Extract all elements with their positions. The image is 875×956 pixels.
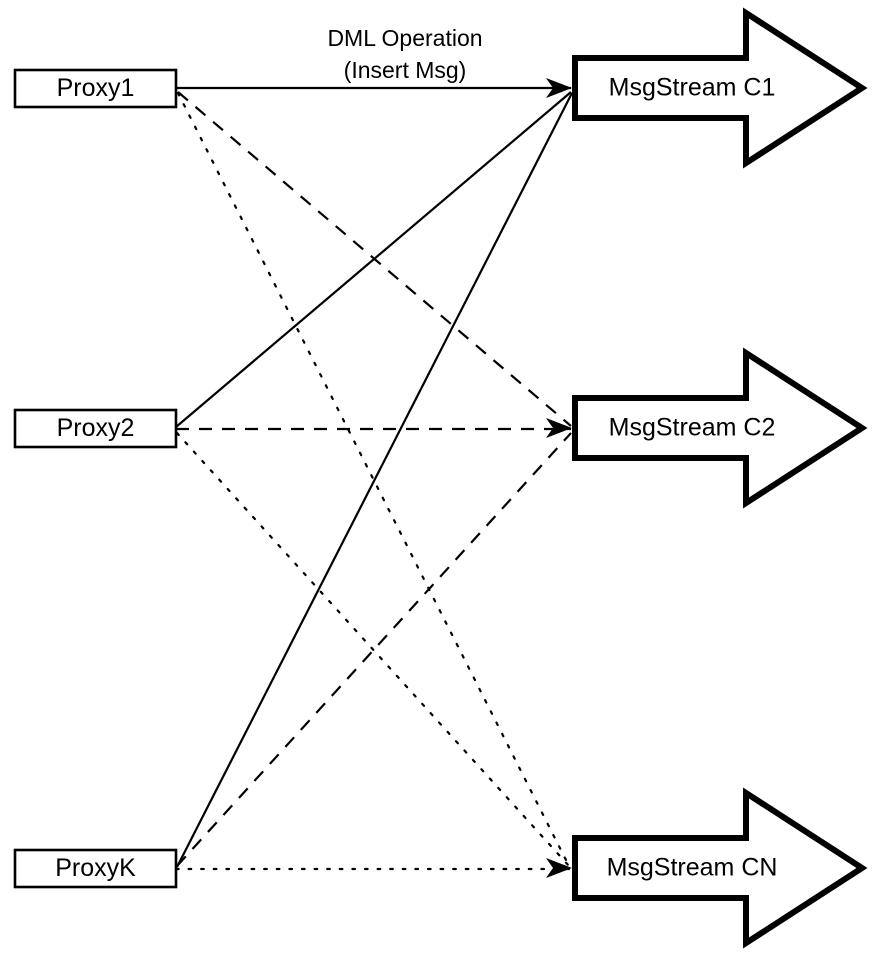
edge-proxy1-to-stream_cn: [176, 91, 571, 868]
proxy-node-proxy2[interactable]: Proxy2: [13, 408, 178, 449]
stream-node-stream_cn[interactable]: MsgStream CN: [572, 787, 868, 949]
edge-proxy2-to-stream_cn: [175, 431, 571, 868]
arrowhead-stream_c2: [546, 418, 572, 438]
proxy-box: [13, 848, 178, 889]
proxy-box: [13, 68, 178, 109]
block-arrow-shape: [572, 7, 868, 169]
proxy-node-proxy1[interactable]: Proxy1: [13, 68, 178, 109]
proxy-node-proxyk[interactable]: ProxyK: [13, 848, 178, 889]
stream-node-stream_c2[interactable]: MsgStream C2: [572, 347, 868, 509]
edge-proxy2-to-stream_c1: [175, 91, 572, 428]
block-arrow-shape: [572, 347, 868, 509]
arrowhead-group: [546, 78, 572, 878]
arrowhead-stream_cn: [546, 858, 572, 878]
caption-line-2: (Insert Msg): [344, 57, 467, 83]
proxy-box: [13, 408, 178, 449]
stream-label: MsgStream C2: [609, 414, 776, 442]
block-arrow-shape: [572, 787, 868, 949]
proxy-label: ProxyK: [55, 854, 136, 882]
edge-proxyk-to-stream_c1: [176, 92, 573, 868]
edge-proxyk-to-stream_c2: [176, 432, 572, 867]
stream-node-stream_c1[interactable]: MsgStream C1: [572, 7, 868, 169]
proxy-label: Proxy1: [57, 74, 135, 102]
stream-node-group: MsgStream C1 MsgStream C2 MsgStream CN: [572, 7, 868, 949]
caption-line-1: DML Operation: [327, 25, 482, 51]
stream-label: MsgStream C1: [609, 74, 776, 102]
stream-label: MsgStream CN: [607, 854, 778, 882]
edge-caption-group: DML Operation (Insert Msg): [327, 25, 482, 83]
edge-group: [174, 86, 573, 871]
arrowhead-stream_c1: [546, 78, 572, 98]
proxy-label: Proxy2: [57, 414, 135, 442]
